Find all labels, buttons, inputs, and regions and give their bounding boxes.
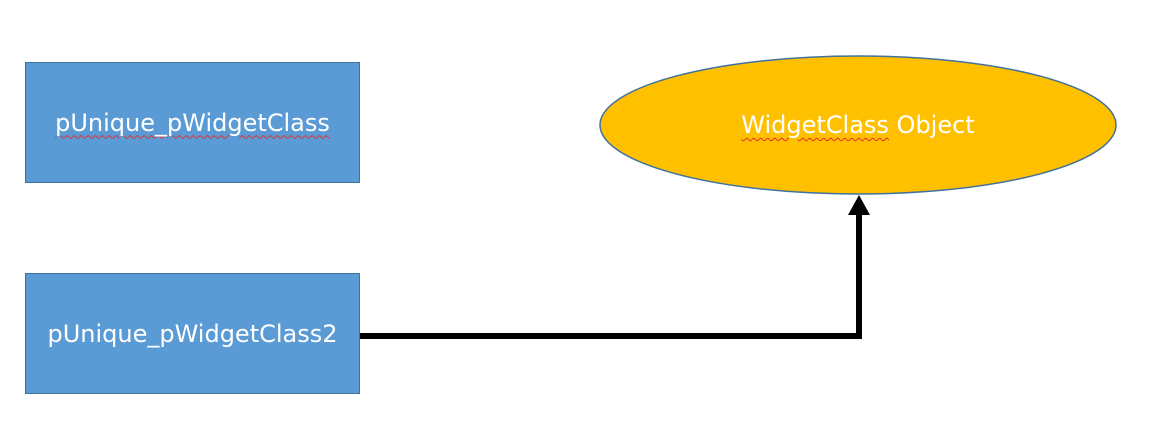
punique-pwidgetclass2-box[interactable]: pUnique_pWidgetClass2: [25, 273, 360, 394]
arrowhead-icon: [848, 195, 870, 215]
punique-pwidgetclass-box[interactable]: pUnique_pWidgetClass: [25, 62, 360, 183]
widgetclass-word: WidgetClass: [741, 111, 889, 139]
widgetclass-object-label: WidgetClass Object: [600, 55, 1116, 195]
object-word: Object: [888, 111, 975, 139]
punique-pwidgetclass2-label: pUnique_pWidgetClass2: [47, 319, 338, 348]
widgetclass-object-ellipse[interactable]: [599, 55, 1117, 195]
reference-arrow: [360, 212, 862, 339]
punique-pwidgetclass-label: pUnique_pWidgetClass: [55, 108, 330, 137]
